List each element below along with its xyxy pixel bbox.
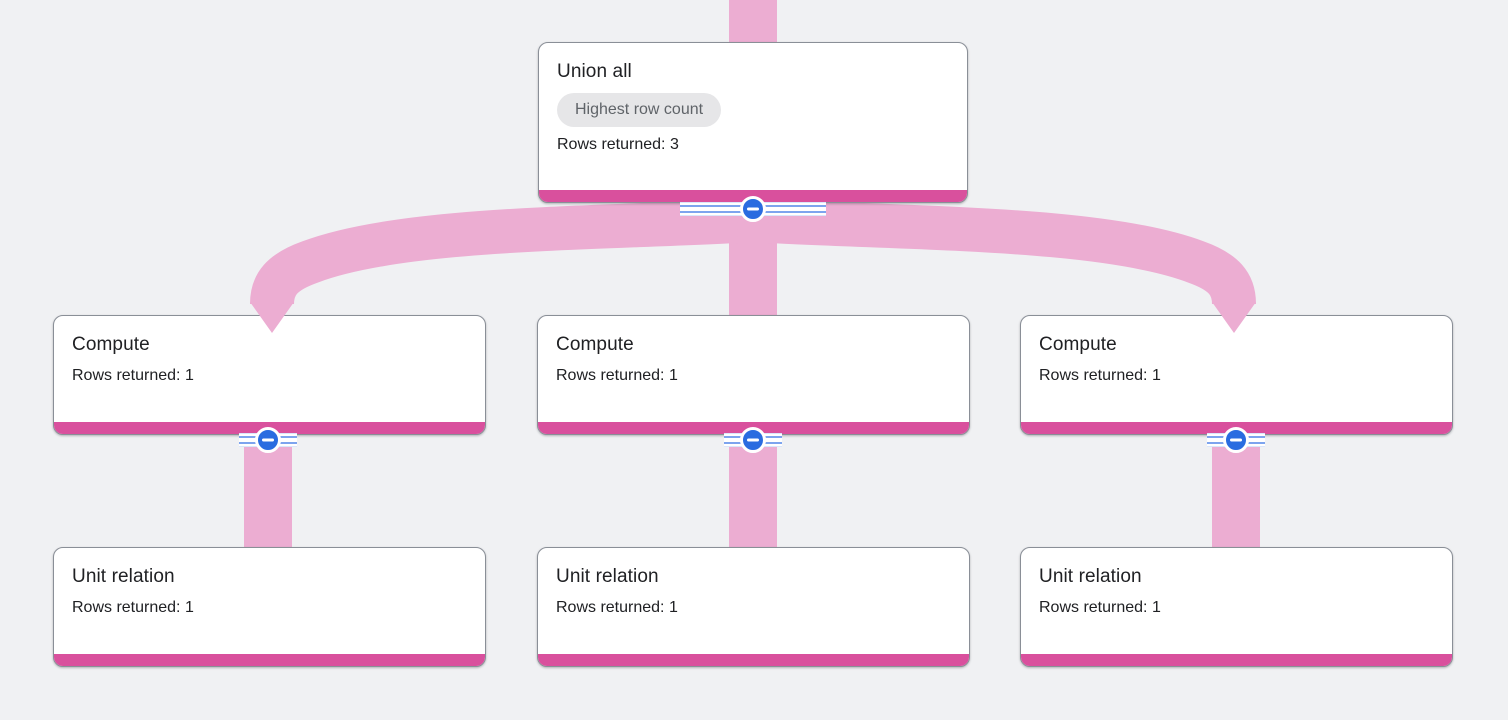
minus-icon <box>747 207 759 211</box>
edge-compute-middle-to-unit <box>729 438 777 550</box>
edge-compute-left-to-unit <box>244 438 292 550</box>
edge-input-to-union <box>729 0 777 46</box>
stage-node-compute-right[interactable]: Compute Rows returned: 1 <box>1020 315 1453 435</box>
stage-accent-bar <box>54 654 485 666</box>
stage-title: Compute <box>1039 334 1117 355</box>
collapse-button-compute-middle[interactable] <box>740 427 766 453</box>
rows-returned-label: Rows returned: 1 <box>1039 367 1161 384</box>
minus-icon <box>1230 438 1242 442</box>
collapse-button-compute-left[interactable] <box>255 427 281 453</box>
stage-title: Unit relation <box>1039 566 1142 587</box>
stage-node-compute-middle[interactable]: Compute Rows returned: 1 <box>537 315 970 435</box>
minus-icon <box>262 438 274 442</box>
stage-node-unit-relation-left[interactable]: Unit relation Rows returned: 1 <box>53 547 486 667</box>
stage-accent-bar <box>538 654 969 666</box>
stage-title: Compute <box>556 334 634 355</box>
rows-returned-label: Rows returned: 1 <box>72 367 194 384</box>
stage-title: Unit relation <box>556 566 659 587</box>
minus-icon <box>747 438 759 442</box>
stage-node-unit-relation-right[interactable]: Unit relation Rows returned: 1 <box>1020 547 1453 667</box>
stage-accent-bar <box>1021 654 1452 666</box>
rows-returned-label: Rows returned: 3 <box>557 136 679 153</box>
stage-title: Union all <box>557 61 632 82</box>
stage-title: Compute <box>72 334 150 355</box>
highest-row-count-badge: Highest row count <box>557 93 722 127</box>
stage-node-compute-left[interactable]: Compute Rows returned: 1 <box>53 315 486 435</box>
stage-node-union-all[interactable]: Union all Highest row count Rows returne… <box>538 42 968 203</box>
edge-union-to-compute-right <box>767 199 1256 306</box>
stage-node-unit-relation-middle[interactable]: Unit relation Rows returned: 1 <box>537 547 970 667</box>
rows-returned-label: Rows returned: 1 <box>556 367 678 384</box>
collapse-button-compute-right[interactable] <box>1223 427 1249 453</box>
edge-compute-right-to-unit <box>1212 438 1260 550</box>
rows-returned-label: Rows returned: 1 <box>1039 599 1161 616</box>
rows-returned-label: Rows returned: 1 <box>72 599 194 616</box>
stage-title: Unit relation <box>72 566 175 587</box>
edge-union-to-compute-left <box>250 199 739 306</box>
collapse-button-union-all[interactable] <box>740 196 766 222</box>
rows-returned-label: Rows returned: 1 <box>556 599 678 616</box>
